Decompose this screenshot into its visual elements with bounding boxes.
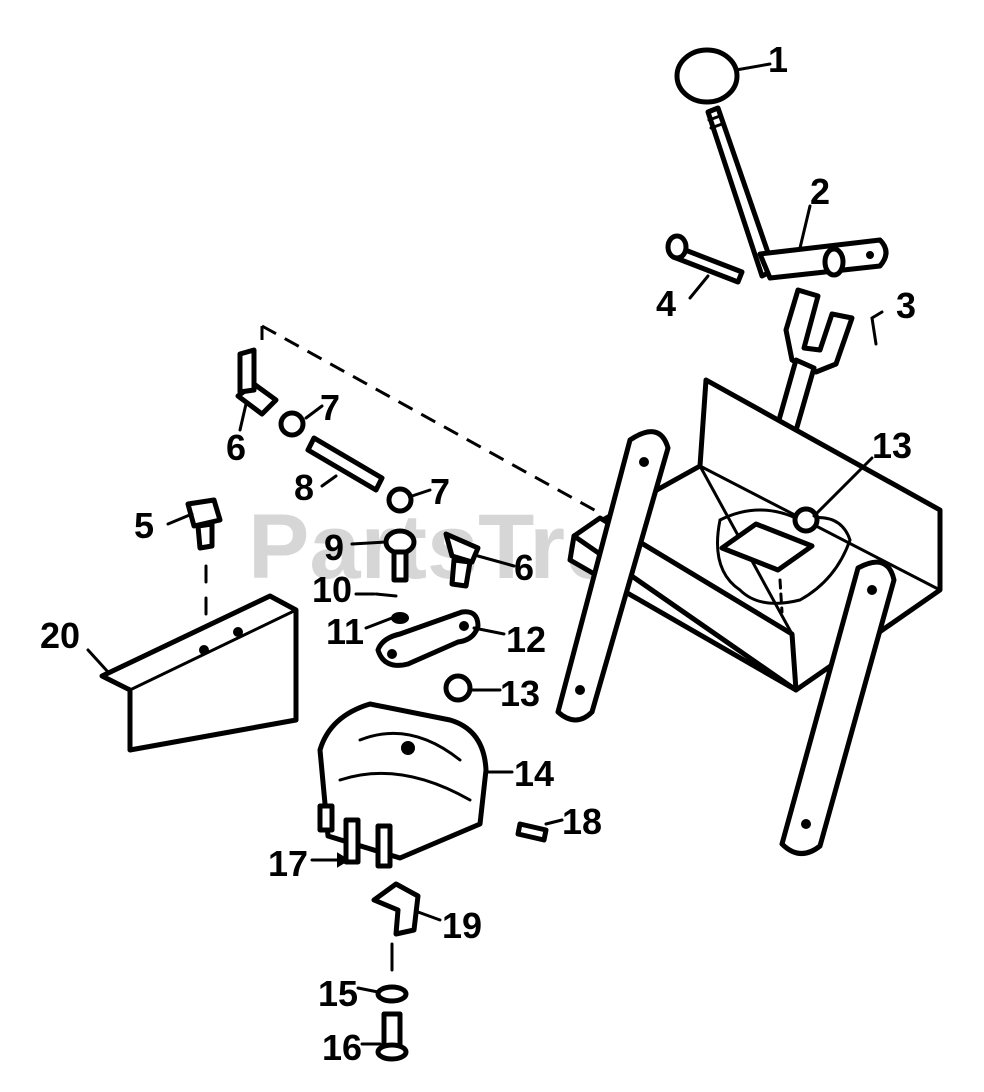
callout-6-lower: 6	[514, 547, 534, 588]
lever-plate-hole	[866, 251, 874, 259]
callout-18: 18	[562, 801, 602, 842]
rod-end-stud-upper	[237, 347, 257, 395]
tray-left-leg	[555, 429, 671, 723]
tray-right-leg	[779, 559, 897, 856]
link-part-12	[375, 609, 481, 668]
lever-rod	[705, 105, 777, 279]
callout-3: 3	[896, 285, 916, 326]
left-leg-hole-bottom	[575, 685, 585, 695]
leader-18	[544, 818, 564, 826]
leader-2	[798, 204, 812, 250]
link-hole-right	[459, 621, 469, 631]
callout-8: 8	[294, 467, 314, 508]
leader-20	[86, 648, 110, 674]
callout-11: 11	[326, 611, 364, 652]
washer-part-11	[391, 612, 409, 624]
leader-19	[416, 910, 442, 922]
callout-5: 5	[134, 505, 154, 546]
gearbox-studs	[317, 803, 393, 869]
callout-6-upper: 6	[226, 427, 246, 468]
leader-6a	[238, 402, 248, 432]
tray-edges	[698, 378, 942, 636]
rod-part-8	[305, 435, 385, 493]
leader-11	[364, 616, 394, 630]
right-leg-hole-top	[867, 585, 877, 595]
callout-7-upper: 7	[320, 387, 340, 428]
leader-7b	[410, 488, 432, 498]
linkage-dashed-line	[260, 324, 599, 514]
nut-part-13-upper	[792, 506, 820, 534]
callout-19: 19	[442, 905, 482, 946]
callout-16: 16	[322, 1027, 362, 1068]
right-leg-hole-bottom	[801, 819, 811, 829]
leader-7a	[304, 404, 324, 420]
callout-7-lower: 7	[430, 471, 450, 512]
callout-20: 20	[40, 615, 80, 656]
screw-part-16-head	[375, 1042, 409, 1062]
callout-1: 1	[768, 39, 788, 80]
leader-12	[472, 626, 506, 636]
tray-bolt-line	[778, 578, 784, 614]
bracket-edges	[100, 608, 298, 752]
tray-inner-plate	[719, 521, 815, 573]
callout-2: 2	[810, 171, 830, 212]
arrowhead-17	[337, 852, 350, 868]
bracket-hole	[233, 627, 243, 637]
gearbox-detail	[338, 731, 472, 802]
leader-9	[350, 540, 388, 546]
lever-plate-hub	[822, 246, 846, 278]
nut-part-13-lower	[443, 673, 473, 703]
left-leg-hole-top	[639, 457, 649, 467]
gearbox-part-14	[317, 701, 489, 861]
link-hole-left	[387, 649, 397, 659]
callout-17: 17	[268, 843, 308, 884]
leader-1	[734, 62, 772, 72]
bolt-part-5-head	[185, 497, 223, 529]
rod-end-stud-lower	[449, 557, 473, 589]
screw-part-16-shank	[381, 1011, 403, 1049]
screw-part-18	[515, 821, 549, 843]
pin-head	[665, 233, 689, 261]
pin-part-10	[374, 592, 398, 598]
nut-part-7-lower	[386, 486, 414, 514]
callout-13-lower: 13	[500, 673, 540, 714]
knob-part-1	[674, 47, 740, 105]
callout-4: 4	[656, 283, 676, 324]
callout-14: 14	[514, 753, 554, 794]
bolt-part-5-shank	[195, 521, 215, 551]
leader-15	[356, 986, 380, 994]
callout-10: 10	[312, 569, 352, 610]
leader-5	[166, 512, 194, 526]
nut-part-7-upper	[278, 410, 306, 438]
tray-cutaway	[716, 508, 852, 605]
clip-part-19	[371, 881, 421, 937]
shift-yoke	[783, 287, 855, 375]
bolt-part-9-shank	[391, 549, 409, 583]
callout-9: 9	[324, 527, 344, 568]
bracket-hole-2	[199, 645, 209, 655]
rod-thread	[707, 114, 724, 130]
leader-6b	[476, 554, 516, 568]
gearbox-boss	[401, 741, 415, 755]
clip-part-3	[870, 310, 884, 346]
washer-part-15	[375, 984, 409, 1004]
leader-13a	[812, 456, 874, 518]
callout-15: 15	[318, 973, 358, 1014]
leader-8	[320, 474, 338, 488]
leader-4	[688, 274, 710, 300]
callout-12: 12	[506, 619, 546, 660]
callout-13-upper: 13	[872, 425, 912, 466]
